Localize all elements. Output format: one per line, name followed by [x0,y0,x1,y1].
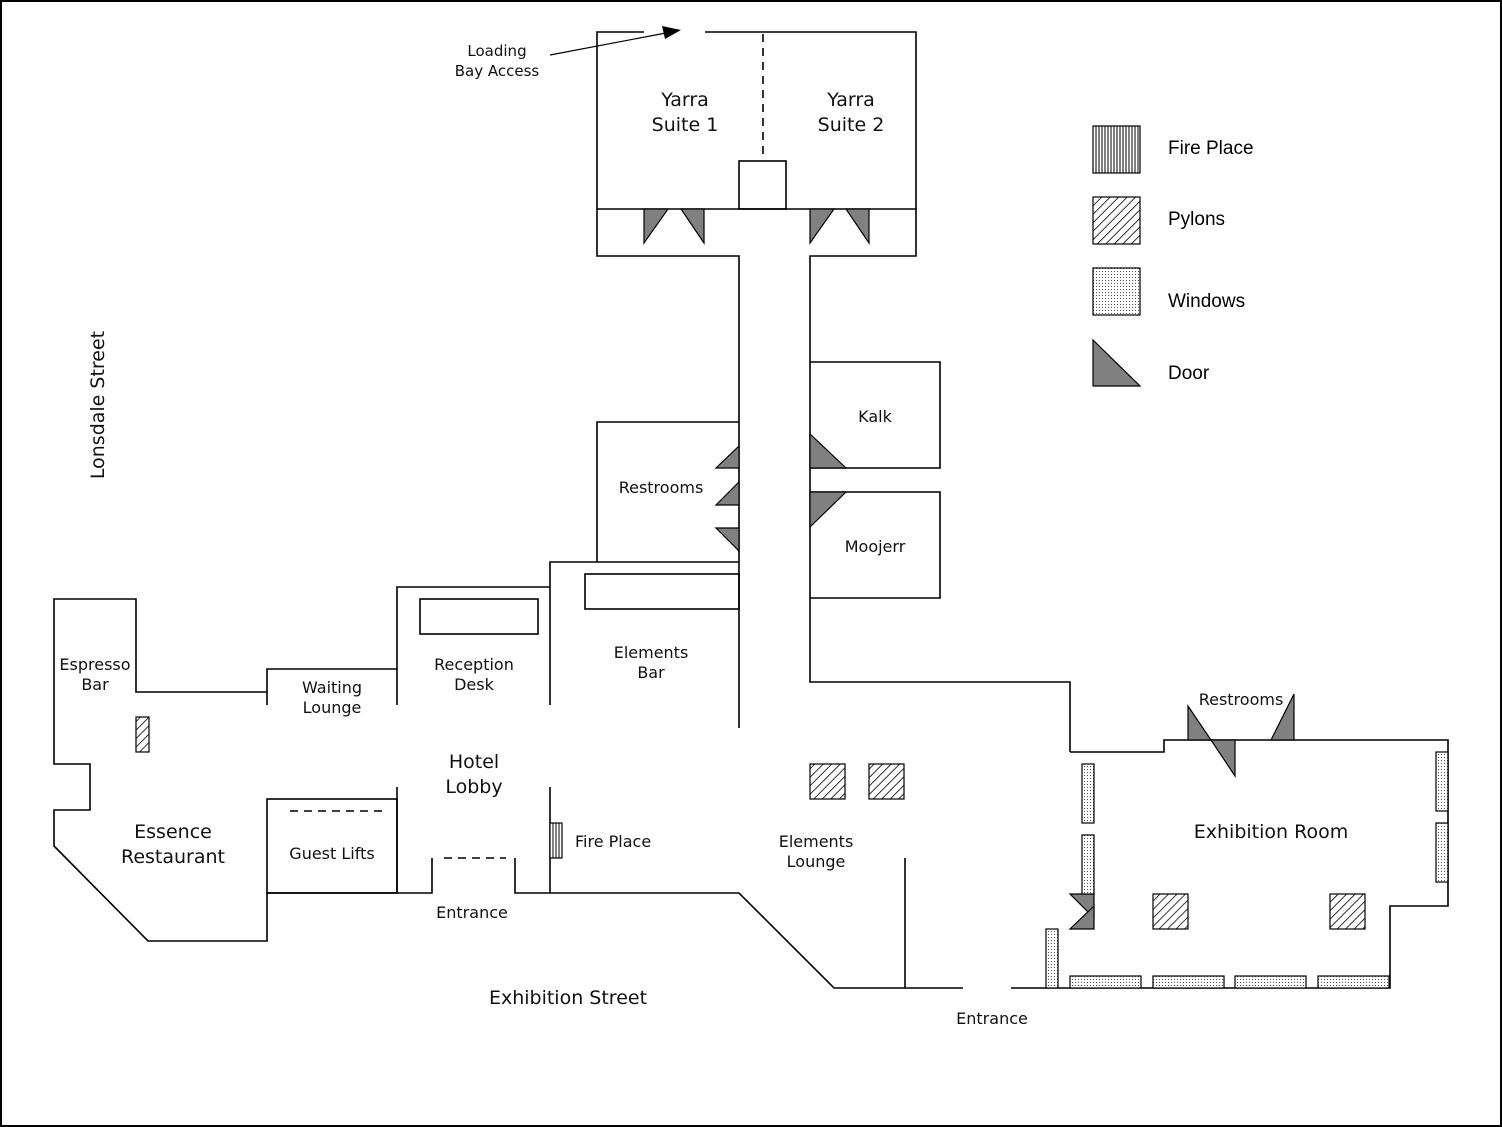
door-icon [714,444,740,469]
fire-place-icon [549,822,563,859]
window-icon [1435,751,1449,812]
window-icon [1081,763,1095,824]
essence-restaurant [53,598,433,942]
door-icon [714,480,740,506]
yarra-suite-1-label: Suite 1 [652,114,719,136]
guest-lifts-label: Guest Lifts [289,844,374,863]
yarra-suite-1-label: Yarra [660,89,709,111]
pylon-icon [1329,893,1366,930]
exhibition-room-label: Exhibition Room [1194,821,1348,843]
door-icon [844,208,870,245]
restrooms-left-room [596,421,740,562]
door-icon [1209,739,1236,778]
window-icon [1152,975,1225,989]
elements-bar-label: Bar [637,663,665,682]
pylon-icon [868,763,905,800]
elements-lounge [550,763,963,989]
legend: Fire Place Pylons Windows Door [1092,125,1254,387]
elements-bar-label: Elements [614,643,689,662]
exhibition-street-label: Exhibition Street [489,987,647,1009]
fire-place-label: Fire Place [575,832,651,851]
door-icon [1187,704,1213,741]
hotel-lobby-label: Hotel [449,751,499,773]
door-icon [1068,904,1095,930]
reception-desk-label: Reception [434,655,514,674]
loading-bay-arrow [549,26,681,56]
legend-windows-label: Windows [1168,291,1245,312]
door-icon [809,491,848,529]
elements-lounge-label: Lounge [787,852,846,871]
entrance-right-label: Entrance [956,1009,1028,1028]
window-icon [1069,975,1142,989]
kalk-moojerr-rooms [809,361,941,599]
legend-pylons-icon [1092,196,1141,245]
moojerr-label: Moojerr [845,537,906,556]
door-icon [679,208,705,245]
espresso-bar-label: Espresso [59,655,130,674]
door-icon [643,208,670,245]
elements-bar-reception [266,561,740,728]
door-icon [714,527,740,553]
yarra-suites [596,31,1071,752]
fire-place-icon [135,716,150,753]
window-icon [1435,822,1449,883]
hotel-lobby [444,787,563,894]
pylon-icon [1152,893,1189,930]
yarra-suite-2-label: Yarra [826,89,875,111]
waiting-lounge-label: Waiting [302,678,362,697]
hotel-lobby-label: Lobby [445,776,502,798]
legend-door-label: Door [1168,363,1210,384]
restrooms-right-label: Restrooms [1199,690,1284,709]
kalk-label: Kalk [858,407,892,426]
loading-bay-label: Bay Access [455,62,540,80]
exhibition-room [1011,693,1449,989]
restrooms-left-label: Restrooms [619,478,704,497]
legend-windows-icon [1092,267,1141,316]
window-icon [1081,834,1095,895]
window-icon [1045,928,1059,989]
essence-restaurant-label: Restaurant [121,846,225,868]
espresso-bar-label: Bar [81,675,109,694]
essence-restaurant-label: Essence [134,821,212,843]
door-icon [1270,693,1295,741]
legend-door-icon [1092,338,1142,387]
elements-lounge-label: Elements [779,832,854,851]
entrance-left-label: Entrance [436,903,508,922]
yarra-suite-2-label: Suite 2 [818,114,885,136]
legend-fire-place-label: Fire Place [1168,138,1254,159]
door-icon [809,208,836,245]
waiting-lounge-label: Lounge [303,698,362,717]
loading-bay-label: Loading [467,42,526,60]
window-icon [1317,975,1390,989]
reception-desk-label: Desk [454,675,495,694]
window-icon [1234,975,1307,989]
room-labels: Loading Bay Access Yarra Suite 1 Yarra S… [59,42,1348,1028]
pylon-icon [809,763,846,800]
door-icon [809,432,848,469]
lonsdale-street-label: Lonsdale Street [87,331,109,479]
legend-fire-place-icon [1092,125,1141,174]
legend-pylons-label: Pylons [1168,209,1225,230]
